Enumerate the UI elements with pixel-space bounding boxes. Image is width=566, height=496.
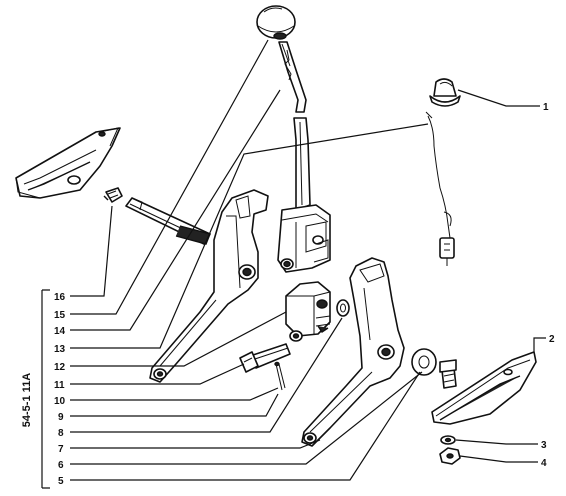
callout-2: 2 (549, 334, 555, 345)
washer-large (411, 348, 437, 376)
cotter-pin (274, 361, 286, 391)
callout-9: 9 (58, 412, 64, 423)
pivot-bolt (239, 343, 291, 373)
hex-nut (439, 447, 461, 465)
callout-14: 14 (54, 326, 66, 337)
callout-16: 16 (54, 292, 66, 303)
mounting-bracket-left (15, 127, 121, 199)
selector-lever-right (301, 257, 405, 447)
callout-15: 15 (54, 310, 66, 321)
lever-knob (256, 5, 296, 40)
pivot-block (285, 281, 331, 342)
callout-4: 4 (541, 458, 547, 469)
mounting-bracket-right (431, 351, 537, 425)
wire-harness (425, 111, 455, 266)
callout-8: 8 (58, 428, 64, 439)
callout-5: 5 (58, 476, 64, 487)
callout-12: 12 (54, 362, 66, 373)
shift-lever (277, 41, 331, 273)
callout-7: 7 (58, 444, 64, 455)
washer-small (336, 299, 350, 317)
small-bolt (103, 187, 123, 203)
catalog-code: 54-5-1 11А (21, 373, 33, 427)
spring-washer (440, 435, 456, 445)
mounting-bolt (439, 359, 457, 389)
leader-lines (41, 39, 546, 489)
callout-3: 3 (541, 440, 547, 451)
callout-1: 1 (543, 102, 549, 113)
selector-lever-left (149, 189, 269, 383)
push-button-cap (429, 78, 461, 107)
callout-6: 6 (58, 460, 64, 471)
callout-11: 11 (54, 380, 65, 391)
callout-labels: 1 2 3 4 5 6 7 8 9 10 11 12 13 14 15 16 (54, 102, 555, 487)
callout-10: 10 (54, 396, 66, 407)
callout-13: 13 (54, 344, 66, 355)
